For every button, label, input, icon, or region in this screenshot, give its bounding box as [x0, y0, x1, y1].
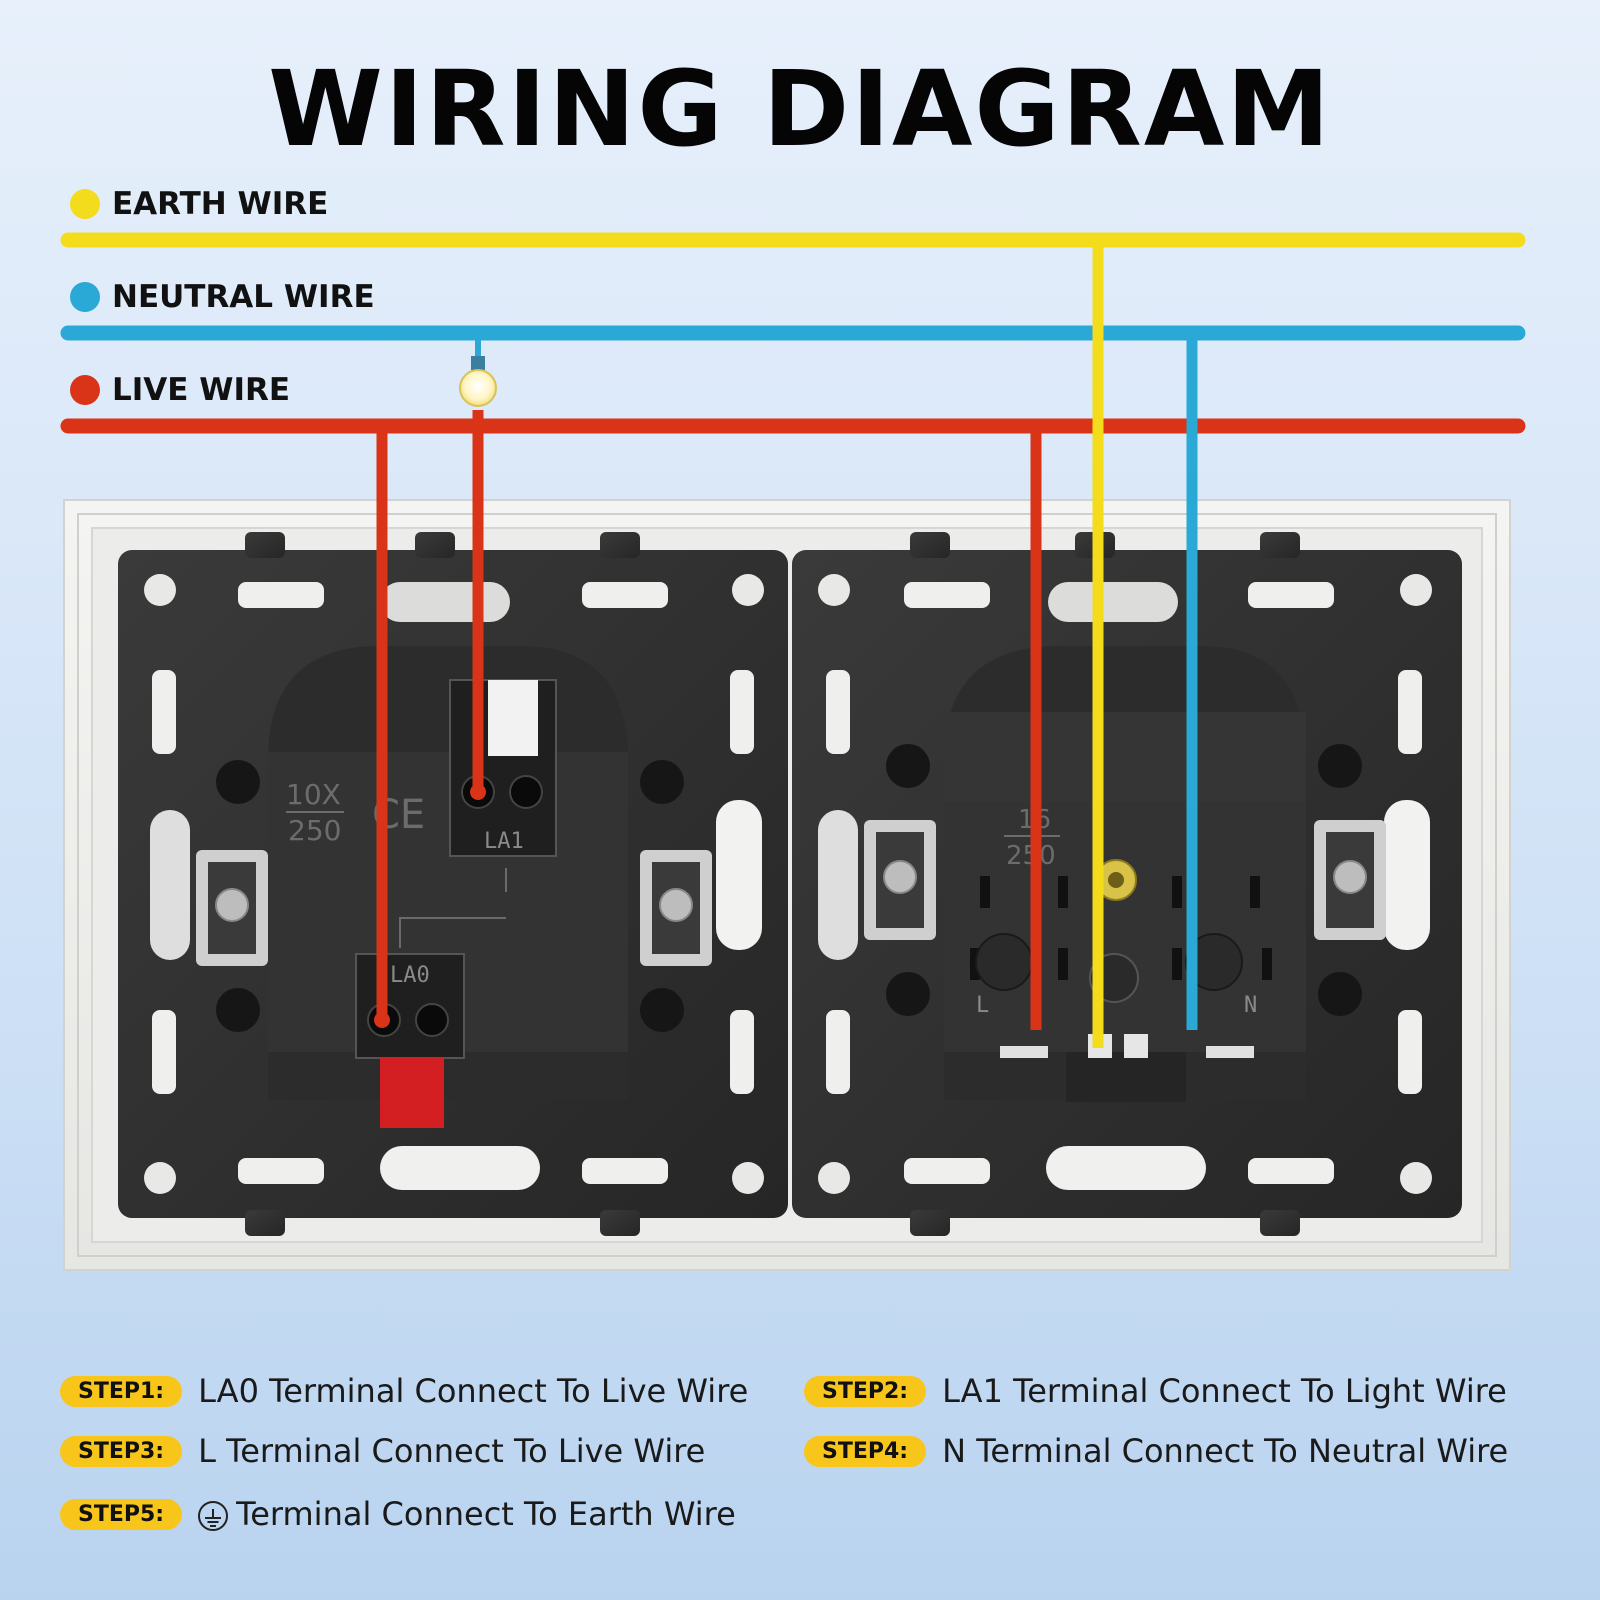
- step-badge: STEP3:: [60, 1435, 183, 1467]
- step-2: STEP2: LA1 Terminal Connect To Light Wir…: [804, 1372, 1507, 1410]
- step-1: STEP1: LA0 Terminal Connect To Live Wire: [60, 1372, 748, 1410]
- left-rating-top: 10X: [286, 778, 341, 811]
- step-4: STEP4: N Terminal Connect To Neutral Wir…: [804, 1432, 1508, 1470]
- earth-dot-icon: [70, 189, 100, 219]
- light-bulb-icon: [459, 356, 497, 407]
- step-badge: STEP4:: [804, 1435, 927, 1467]
- live-dot-icon: [70, 375, 100, 405]
- switch-module: [118, 532, 788, 1236]
- step-3: STEP3: L Terminal Connect To Live Wire: [60, 1432, 705, 1470]
- page-title: WIRING DIAGRAM: [268, 48, 1332, 170]
- neutral-dot-icon: [70, 282, 100, 312]
- socket-module: [792, 532, 1462, 1236]
- legend-live: LIVE WIRE: [70, 372, 291, 408]
- left-rating-bottom: 250: [288, 814, 341, 847]
- earth-ground-icon: [198, 1501, 229, 1531]
- step-badge: STEP1:: [60, 1375, 183, 1407]
- legend-neutral-label: NEUTRAL WIRE: [112, 279, 375, 315]
- legend-neutral: NEUTRAL WIRE: [70, 279, 375, 315]
- terminal-la0-label: LA0: [390, 963, 430, 988]
- step-5-label: Terminal Connect To Earth Wire: [236, 1495, 736, 1533]
- step-badge: STEP5:: [60, 1498, 183, 1530]
- terminal-n-label: N: [1244, 993, 1257, 1018]
- step-text: LA1 Terminal Connect To Light Wire: [942, 1372, 1507, 1410]
- legend-earth-label: EARTH WIRE: [112, 186, 329, 222]
- terminal-l-label: L: [976, 993, 989, 1018]
- step-5: STEP5: Terminal Connect To Earth Wire: [60, 1495, 736, 1533]
- terminal-la1-label: LA1: [484, 829, 524, 854]
- step-badge: STEP2:: [804, 1375, 927, 1407]
- step-text: Terminal Connect To Earth Wire: [198, 1495, 736, 1533]
- step-text: LA0 Terminal Connect To Live Wire: [198, 1372, 749, 1410]
- legend-live-label: LIVE WIRE: [112, 372, 291, 408]
- step-text: L Terminal Connect To Live Wire: [198, 1432, 706, 1470]
- legend-earth: EARTH WIRE: [70, 186, 329, 222]
- step-text: N Terminal Connect To Neutral Wire: [942, 1432, 1509, 1470]
